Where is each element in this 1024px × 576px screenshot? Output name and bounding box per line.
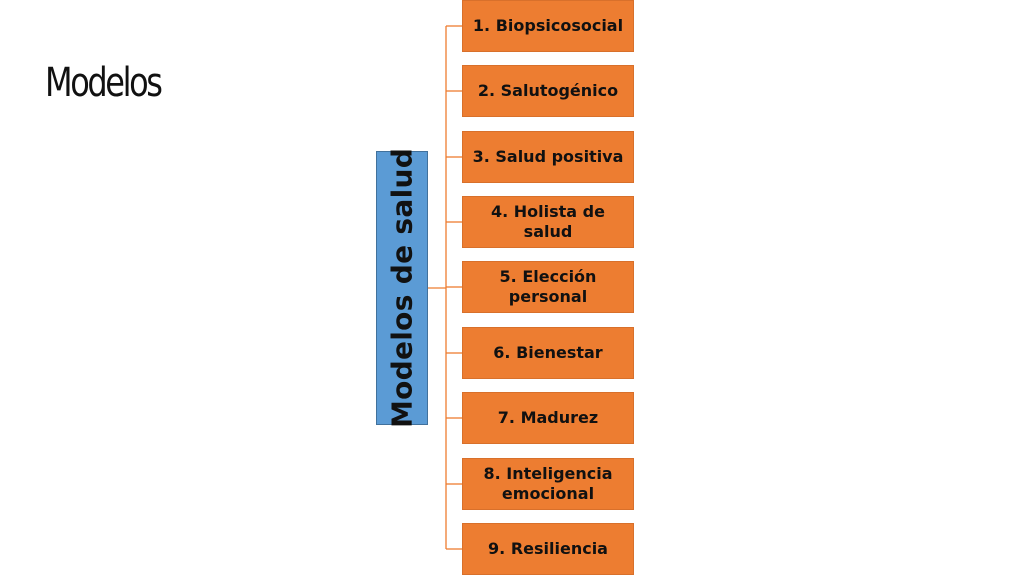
child-node-label: 8. Inteligencia emocional xyxy=(483,464,613,503)
root-node-label: Modelos de salud xyxy=(385,147,419,429)
child-node-madurez: 7. Madurez xyxy=(462,392,634,444)
child-node-resiliencia: 9. Resiliencia xyxy=(462,523,634,575)
child-node-holista: 4. Holista de salud xyxy=(462,196,634,248)
child-node-bienestar: 6. Bienestar xyxy=(462,327,634,379)
root-node: Modelos de salud xyxy=(376,147,428,429)
child-node-eleccion-personal: 5. Elección personal xyxy=(462,261,634,313)
child-node-label: 3. Salud positiva xyxy=(472,147,624,167)
child-node-label: 7. Madurez xyxy=(497,408,599,428)
slide-title: Modelos xyxy=(45,60,163,106)
child-node-label: 2. Salutogénico xyxy=(477,81,619,101)
child-node-label: 5. Elección personal xyxy=(499,267,597,306)
child-node-inteligencia-emocional: 8. Inteligencia emocional xyxy=(462,458,634,510)
child-node-salutogenico: 2. Salutogénico xyxy=(462,65,634,117)
child-node-biopsicosocial: 1. Biopsicosocial xyxy=(462,0,634,52)
child-node-salud-positiva: 3. Salud positiva xyxy=(462,131,634,183)
child-node-label: 6. Bienestar xyxy=(493,343,603,363)
child-node-label: 4. Holista de salud xyxy=(491,202,605,241)
child-node-label: 9. Resiliencia xyxy=(488,539,608,559)
child-node-label: 1. Biopsicosocial xyxy=(472,16,624,36)
